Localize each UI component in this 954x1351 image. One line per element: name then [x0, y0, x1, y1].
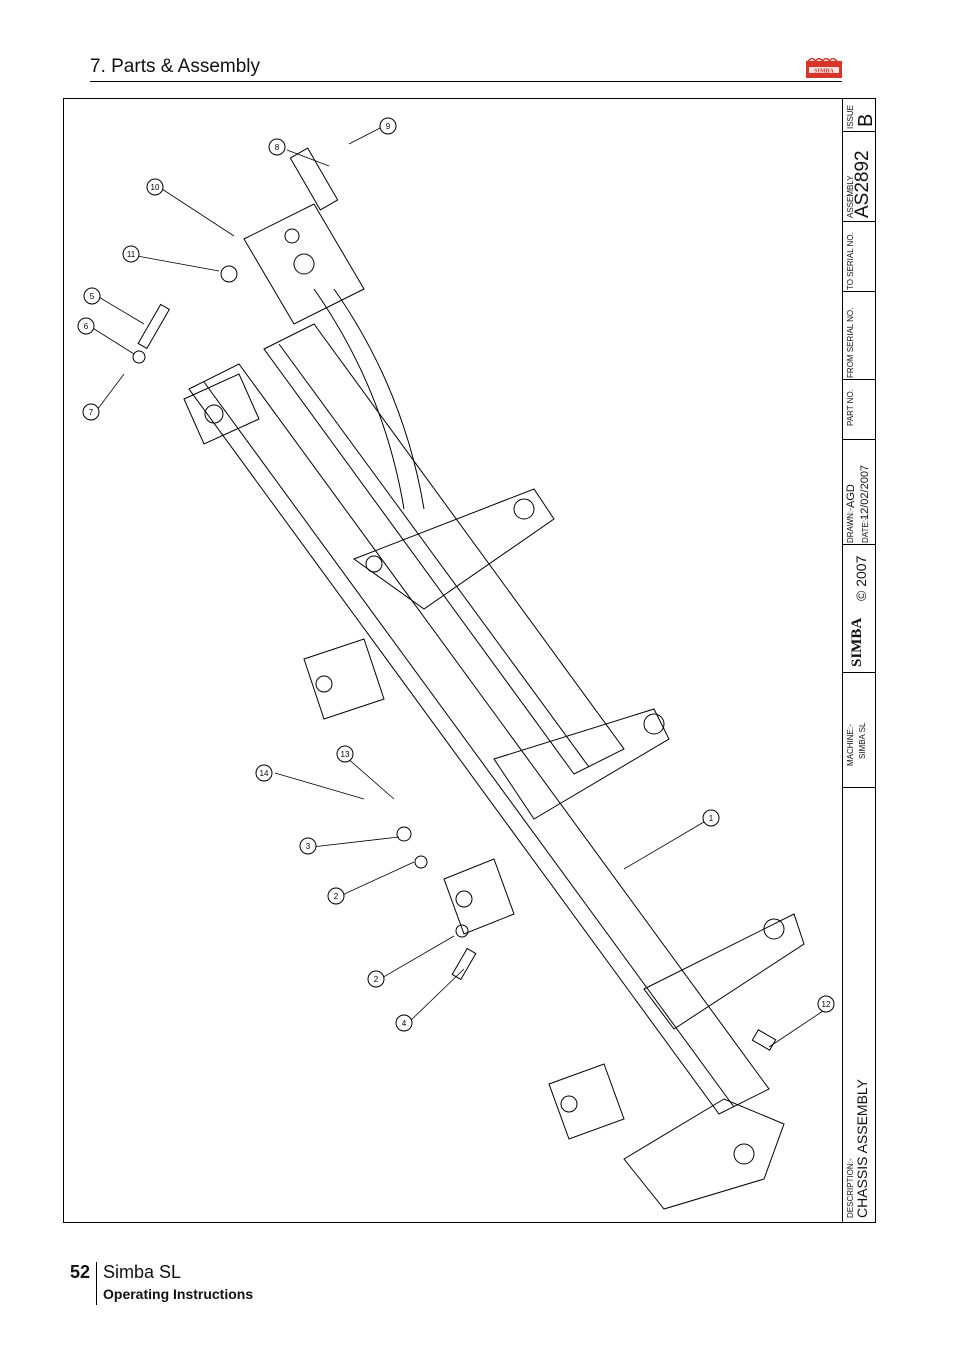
callout-4: 4	[395, 1014, 413, 1032]
callout-13: 13	[336, 745, 354, 763]
mount-plate-5	[643, 913, 805, 1030]
callout-14: 14	[255, 764, 273, 782]
svg-text:10: 10	[151, 183, 160, 192]
main-beam	[188, 363, 770, 1115]
callout-8: 8	[268, 138, 286, 156]
document-subtitle: Operating Instructions	[103, 1286, 254, 1302]
callout-5: 5	[83, 287, 101, 305]
machine-label: MACHINE:-	[846, 724, 855, 766]
chassis-assembly-drawing: 1 2 2 3 4 5 6 7 8 9 10 11 12 13 14	[77, 117, 835, 1210]
drawing-frame: 1 2 2 3 4 5 6 7 8 9 10 11 12 13 14 ISSUE…	[63, 98, 877, 1223]
callout-3: 3	[299, 837, 317, 855]
copyright: © 2007	[853, 555, 869, 601]
svg-text:SIMBA: SIMBA	[814, 69, 834, 75]
mount-plate-2	[303, 638, 385, 720]
svg-text:5: 5	[90, 292, 95, 301]
svg-text:6: 6	[84, 322, 89, 331]
callout-2a: 2	[327, 887, 345, 905]
svg-text:2: 2	[374, 975, 379, 984]
headstock	[243, 203, 365, 325]
callout-6: 6	[77, 317, 95, 335]
callout-7: 7	[82, 403, 100, 421]
page-number: 52	[70, 1262, 91, 1282]
date-value: 12/02/2007	[859, 464, 871, 520]
header-rule	[90, 81, 842, 82]
svg-text:9: 9	[386, 122, 391, 131]
svg-text:11: 11	[127, 250, 136, 259]
drawn-value: AGD	[845, 484, 857, 508]
svg-text:1: 1	[709, 814, 714, 823]
drawn-label: DRAWN:-	[846, 508, 855, 543]
callout-10: 10	[146, 178, 164, 196]
simba-logo-icon: SIMBA	[806, 58, 842, 78]
simba-logo-text: SIMBA	[849, 617, 865, 667]
part-no-label: PART NO.	[846, 389, 855, 426]
svg-text:14: 14	[260, 769, 269, 778]
issue-value: B	[855, 113, 877, 127]
rear-plate	[623, 1098, 785, 1210]
from-serial-label: FROM SERIAL NO.	[846, 307, 855, 378]
svg-text:8: 8	[275, 143, 280, 152]
machine-value: SIMBA SL	[858, 722, 867, 759]
mount-plate-6	[548, 1063, 625, 1140]
callout-2b: 2	[367, 970, 385, 988]
svg-text:2: 2	[334, 892, 339, 901]
svg-text:7: 7	[89, 408, 94, 417]
svg-text:13: 13	[341, 750, 350, 759]
mount-plate-3	[493, 708, 670, 820]
section-title: 7. Parts & Assembly	[90, 56, 261, 77]
callout-1: 1	[702, 809, 720, 827]
date-label: DATE:-	[861, 517, 870, 543]
mount-plate-4	[443, 858, 515, 935]
callout-11: 11	[122, 245, 140, 263]
mount-plate-1	[352, 488, 555, 610]
svg-text:3: 3	[306, 842, 311, 851]
callout-9: 9	[379, 117, 397, 135]
title-block: ISSUE B ASSEMBLY AS2892 TO SERIAL NO. FR…	[842, 99, 877, 1222]
model-name: Simba SL	[103, 1262, 182, 1282]
callout-12: 12	[817, 995, 835, 1013]
issue-label: ISSUE	[846, 104, 855, 129]
svg-text:4: 4	[402, 1019, 407, 1028]
footer-divider	[96, 1262, 97, 1305]
second-beam	[263, 323, 625, 775]
svg-text:12: 12	[822, 1000, 831, 1009]
description-value: CHASSIS ASSEMBLY	[854, 1078, 870, 1218]
assembly-number: AS2892	[852, 150, 873, 218]
to-serial-label: TO SERIAL NO.	[846, 232, 855, 290]
